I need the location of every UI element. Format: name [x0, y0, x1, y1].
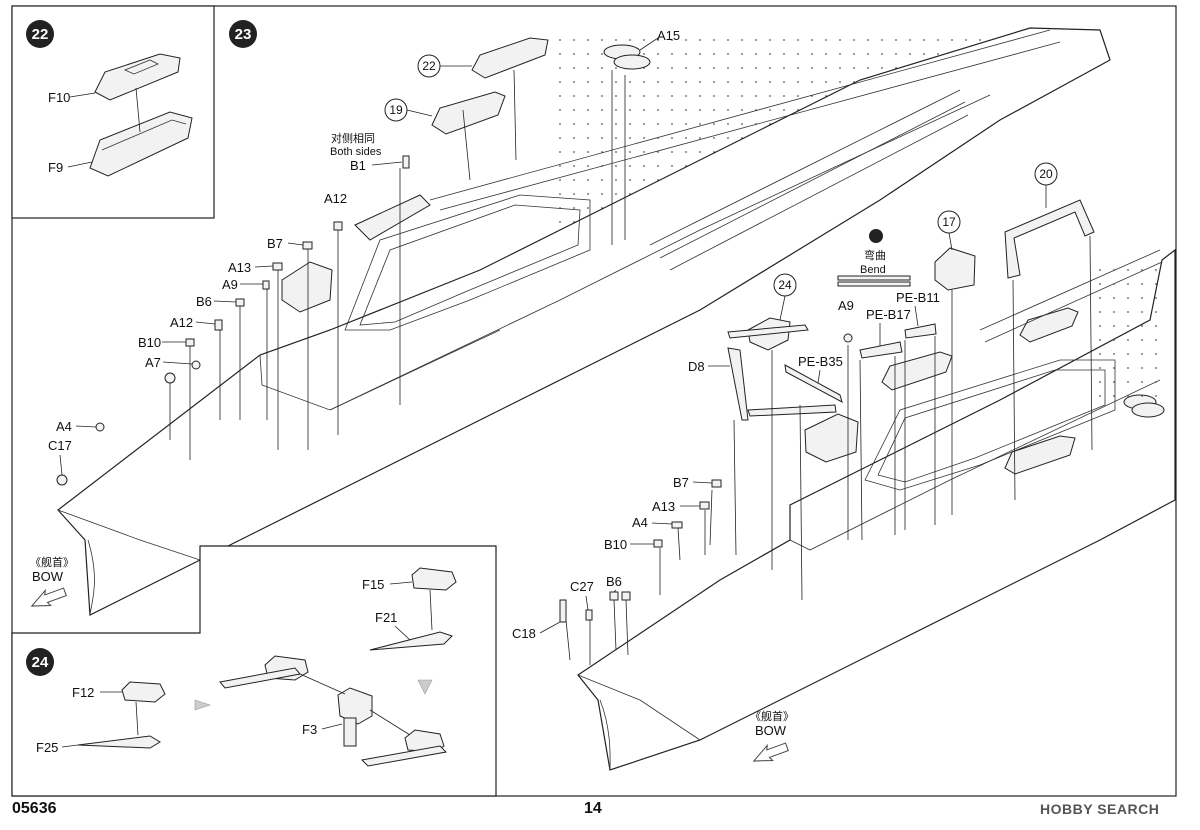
label-f10: F10 [48, 90, 70, 105]
label-b10: B10 [138, 335, 161, 350]
part-f3 [337, 687, 373, 725]
left-turret [281, 261, 333, 313]
turret-17 [934, 247, 976, 291]
svg-text:《舰首》: 《舰首》 [750, 709, 794, 723]
svg-text:22: 22 [422, 59, 436, 73]
label-f12: F12 [72, 685, 94, 700]
svg-text:19: 19 [389, 103, 403, 117]
label-a7: A7 [145, 355, 161, 370]
step-23-number: 23 [235, 26, 252, 43]
label-a12-bottom: A12 [170, 315, 193, 330]
label-a4-right: A4 [632, 515, 648, 530]
part-f25 [77, 735, 161, 749]
boat-19 [431, 91, 506, 135]
left-parts [56, 37, 651, 486]
callout-19: 19 [384, 98, 433, 122]
part-pe-b17 [859, 341, 903, 359]
left-boat [354, 194, 431, 241]
label-c27: C27 [570, 579, 594, 594]
label-a12-top: A12 [324, 191, 347, 206]
right-ship-hull [577, 248, 1176, 771]
step-24-panel: 24 F12 F25 F15 F21 F3 [11, 545, 497, 797]
label-f21: F21 [375, 610, 397, 625]
svg-text:24: 24 [778, 278, 792, 292]
right-parts [559, 199, 1095, 665]
label-b6: B6 [196, 294, 212, 309]
label-b1: B1 [350, 158, 366, 173]
step-22-number: 22 [32, 26, 49, 43]
svg-text:20: 20 [1039, 167, 1053, 181]
part-pe-b35 [784, 364, 843, 403]
label-c18: C18 [512, 626, 536, 641]
label-a9: A9 [222, 277, 238, 292]
part-f10 [94, 53, 181, 101]
part-f15 [411, 567, 457, 591]
label-bend-cn: 弯曲 [864, 248, 886, 262]
step-22-panel: 22 F10 F9 [11, 5, 215, 219]
part-f9 [89, 111, 193, 177]
label-a13: A13 [228, 260, 251, 275]
label-both-sides-en: Both sides [330, 146, 382, 158]
page-number: 14 [584, 800, 602, 817]
label-pe-b17: PE-B17 [866, 307, 911, 322]
step-24-badge [26, 648, 54, 676]
callout-22: 22 [417, 54, 472, 78]
label-a13-right: A13 [652, 499, 675, 514]
callout-24: 24 [773, 273, 797, 321]
svg-text:《舰首》: 《舰首》 [30, 555, 74, 569]
model-code: 05636 [12, 800, 57, 817]
label-c17: C17 [48, 438, 72, 453]
label-f25: F25 [36, 740, 58, 755]
left-labels: A15 对侧相同 Both sides B1 A12 B7 A13 A9 B6 … [48, 28, 680, 476]
label-f15: F15 [362, 577, 384, 592]
right-boat-rear [1019, 307, 1079, 343]
step-22-badge [26, 20, 54, 48]
callout-20: 20 [1034, 162, 1058, 208]
part-pe-b11 [904, 323, 937, 339]
launcher-assembly-2 [404, 729, 445, 753]
part-a15-2 [613, 54, 651, 70]
label-b6-right: B6 [606, 574, 622, 589]
label-b7-right: B7 [673, 475, 689, 490]
dotted-grid-right [1099, 269, 1157, 397]
label-f3: F3 [302, 722, 317, 737]
frame-20 [1004, 199, 1095, 279]
part-f12 [121, 681, 166, 703]
right-turret [804, 413, 859, 463]
right-boat-upper [881, 351, 953, 391]
label-a9-right: A9 [838, 298, 854, 313]
label-a4: A4 [56, 419, 72, 434]
part-d8 [727, 347, 749, 421]
label-a15: A15 [657, 28, 680, 43]
step-24-number: 24 [32, 654, 49, 671]
step-23-badge [229, 20, 257, 48]
boat-22 [471, 37, 549, 79]
part-f21 [369, 631, 453, 651]
arrow-down-icon [417, 679, 433, 695]
label-f9: F9 [48, 160, 63, 175]
arrow-right-icon [194, 699, 211, 711]
label-b7: B7 [267, 236, 283, 251]
bow-indicator-left: 《舰首》 BOW [30, 555, 74, 607]
label-pe-b11: PE-B11 [896, 290, 940, 305]
svg-text:BOW: BOW [755, 723, 787, 738]
svg-text:17: 17 [942, 215, 956, 229]
label-bend-en: Bend [860, 264, 886, 276]
right-labels: 弯曲 Bend A9 PE-B11 PE-B17 PE-B35 D8 B7 A1… [512, 248, 940, 641]
watermark-brand: HOBBY SEARCH [1040, 801, 1160, 817]
callout-17: 17 [937, 210, 961, 251]
page-frame [11, 5, 1177, 797]
left-ship-hull [57, 27, 1111, 616]
label-both-sides-cn: 对侧相同 [331, 131, 375, 145]
label-d8: D8 [688, 359, 705, 374]
bend-icon [869, 229, 883, 243]
bow-indicator-right: 《舰首》 BOW [750, 709, 794, 762]
label-pe-b35: PE-B35 [798, 354, 843, 369]
label-b10-right: B10 [604, 537, 627, 552]
svg-text:BOW: BOW [32, 569, 64, 584]
